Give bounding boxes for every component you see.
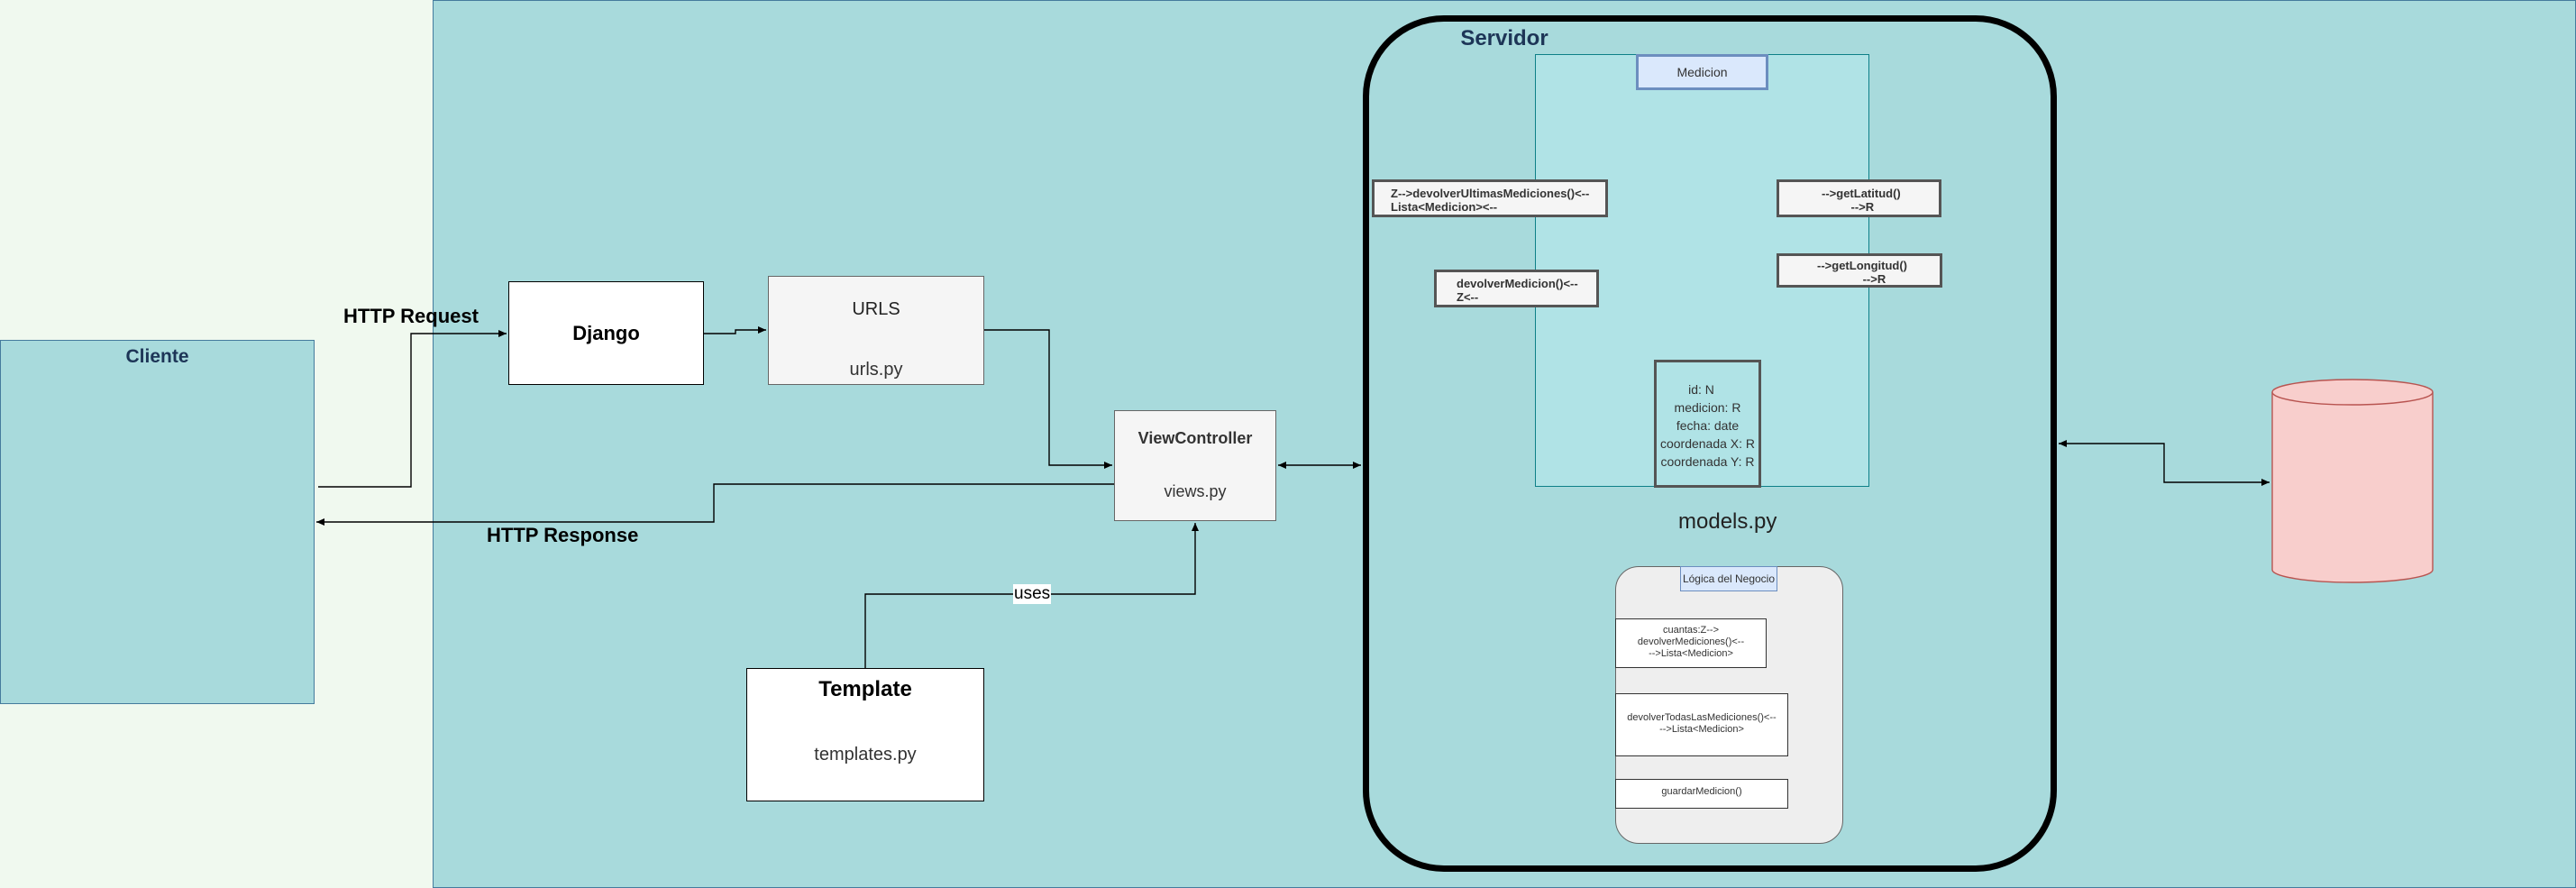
medicion-class-header: Medicion bbox=[1636, 54, 1768, 90]
urls-box: URLS urls.py bbox=[768, 276, 984, 385]
models-container bbox=[1363, 15, 2057, 872]
logica-negocio-title: Lógica del Negocio bbox=[1682, 572, 1776, 585]
database-cylinder bbox=[2271, 379, 2434, 583]
cliente-container: Cliente bbox=[0, 340, 315, 704]
template-title: Template bbox=[818, 677, 912, 701]
edge-label-uses: uses bbox=[1013, 584, 1052, 604]
method-devolver-ultimas-mediciones: Z-->devolverUltimasMediciones()<-- Lista… bbox=[1372, 179, 1608, 217]
edge-models-database bbox=[2059, 440, 2270, 486]
method-get-longitud: -->getLongitud() -->R bbox=[1777, 253, 1942, 288]
medicion-class-name: Medicion bbox=[1676, 65, 1728, 79]
models-file-label: models.py bbox=[1678, 509, 1777, 534]
logic-method-devolver-mediciones: cuantas:Z--> devolverMediciones()<-- -->… bbox=[1615, 618, 1767, 668]
medicion-attributes: id: N medicion: R fecha: date coordenada… bbox=[1654, 360, 1761, 488]
viewcontroller-file: views.py bbox=[1164, 482, 1227, 500]
attribute-fecha: fecha: date bbox=[1676, 418, 1740, 433]
logic-method-devolver-todas: devolverTodasLasMediciones()<-- -->Lista… bbox=[1615, 693, 1788, 756]
attribute-id: id: N bbox=[1688, 382, 1714, 397]
attribute-coordenada-x: coordenada X: R bbox=[1659, 436, 1756, 451]
servidor-title: Servidor bbox=[1460, 26, 1548, 50]
edge-label-http-response: HTTP Response bbox=[487, 524, 639, 546]
viewcontroller-box: ViewController views.py bbox=[1114, 410, 1276, 521]
django-box: Django bbox=[508, 281, 704, 385]
logica-negocio-header: Lógica del Negocio bbox=[1680, 566, 1777, 591]
viewcontroller-title: ViewController bbox=[1137, 429, 1253, 447]
edge-label-http-request: HTTP Request bbox=[343, 305, 479, 327]
edge-urls-viewcontroller bbox=[984, 329, 1112, 469]
method-devolver-medicion: devolverMedicion()<-- Z<-- bbox=[1434, 270, 1599, 307]
django-title: Django bbox=[572, 321, 640, 344]
attribute-medicion: medicion: R bbox=[1674, 400, 1741, 415]
logic-method-guardar-medicion: guardarMedicion() bbox=[1615, 779, 1788, 809]
edge-http-request bbox=[318, 330, 507, 488]
urls-file: urls.py bbox=[849, 360, 903, 380]
edge-django-urls bbox=[704, 326, 766, 334]
method-get-latitud: -->getLatitud() -->R bbox=[1777, 179, 1941, 217]
template-file: templates.py bbox=[814, 745, 917, 764]
cliente-title: Cliente bbox=[125, 346, 189, 367]
template-box: Template templates.py bbox=[746, 668, 984, 801]
edge-http-response bbox=[316, 483, 1114, 526]
attribute-coordenada-y: coordenada Y: R bbox=[1660, 454, 1755, 469]
urls-title: URLS bbox=[852, 299, 900, 319]
